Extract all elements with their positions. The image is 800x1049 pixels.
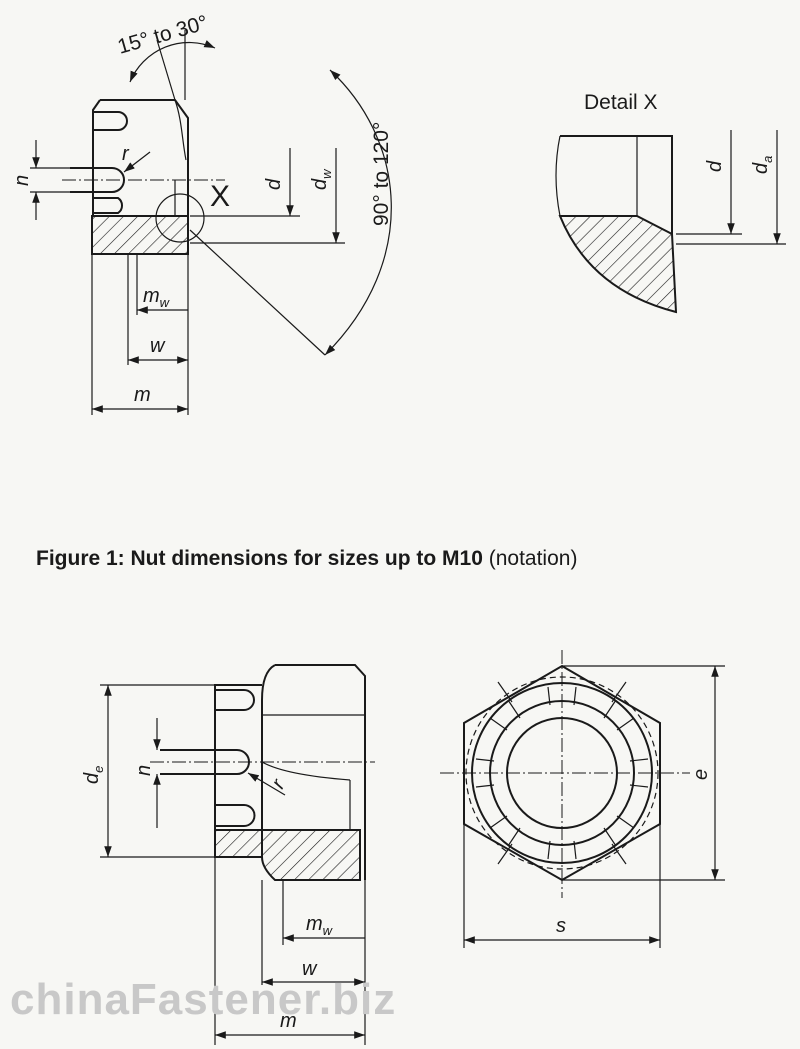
fig1-label-d: d bbox=[263, 178, 285, 190]
fig2-slot-lower bbox=[215, 804, 256, 827]
caption-bold: Figure 1: Nut dimensions for sizes up to… bbox=[36, 547, 483, 570]
svg-text:de: de bbox=[81, 766, 106, 784]
svg-text:mw: mw bbox=[143, 285, 171, 310]
fig1-label-mw: mw bbox=[143, 285, 171, 310]
fig1-angle-right: 90° to 120° bbox=[370, 122, 393, 226]
fig2-nut-body bbox=[261, 664, 366, 880]
fig2-label-de: de bbox=[81, 766, 106, 784]
fig2-label-s: s bbox=[556, 915, 566, 937]
fig1-label-n: n bbox=[11, 175, 33, 186]
fig2-label-w: w bbox=[302, 958, 318, 980]
fig2-label-r: r bbox=[267, 775, 290, 793]
fig1-label-r: r bbox=[122, 143, 130, 165]
fig1-label-dw: dw bbox=[309, 168, 334, 190]
detail-label-da: da bbox=[750, 156, 775, 174]
fig2-label-m: m bbox=[280, 1010, 297, 1032]
figure2-nut-top-view: e s bbox=[440, 650, 725, 948]
fig2-label-n: n bbox=[133, 765, 155, 776]
fig1-label-m: m bbox=[134, 384, 151, 406]
figure-caption: Figure 1: Nut dimensions for sizes up to… bbox=[36, 547, 776, 571]
fig1-hatched-section bbox=[91, 215, 189, 255]
fig1-slot-upper bbox=[93, 111, 128, 131]
svg-text:dw: dw bbox=[309, 168, 334, 190]
fig2-label-e: e bbox=[690, 769, 712, 780]
fig2-slot-lines bbox=[475, 681, 649, 865]
fig2-hatched-section bbox=[214, 829, 361, 881]
caption-normal: (notation) bbox=[482, 547, 578, 570]
fig1-detail-circle bbox=[155, 193, 205, 243]
detail-hatched-section bbox=[558, 215, 678, 314]
fig1-slot-lower bbox=[93, 197, 124, 214]
fig1-detail-marker: X bbox=[210, 180, 230, 213]
fig1-nut-body bbox=[92, 99, 189, 216]
figure1-nut-side-view: X n r d dw 15° to 30° 90° to 120° bbox=[11, 11, 393, 415]
figure2-nut-side-view: de n r mw w m bbox=[81, 664, 375, 1045]
fig1-angle-top: 15° to 30° bbox=[115, 11, 210, 59]
fig1-label-w: w bbox=[150, 335, 166, 357]
watermark: chinaFastener.biz bbox=[10, 975, 397, 1024]
fig2-label-mw: mw bbox=[306, 913, 334, 938]
svg-text:mw: mw bbox=[306, 913, 334, 938]
detail-title: Detail X bbox=[584, 91, 658, 114]
detail-x-view: Detail X d da bbox=[555, 91, 786, 314]
svg-text:da: da bbox=[750, 156, 775, 174]
detail-label-d: d bbox=[704, 160, 726, 172]
fig2-slot-upper bbox=[215, 689, 255, 711]
